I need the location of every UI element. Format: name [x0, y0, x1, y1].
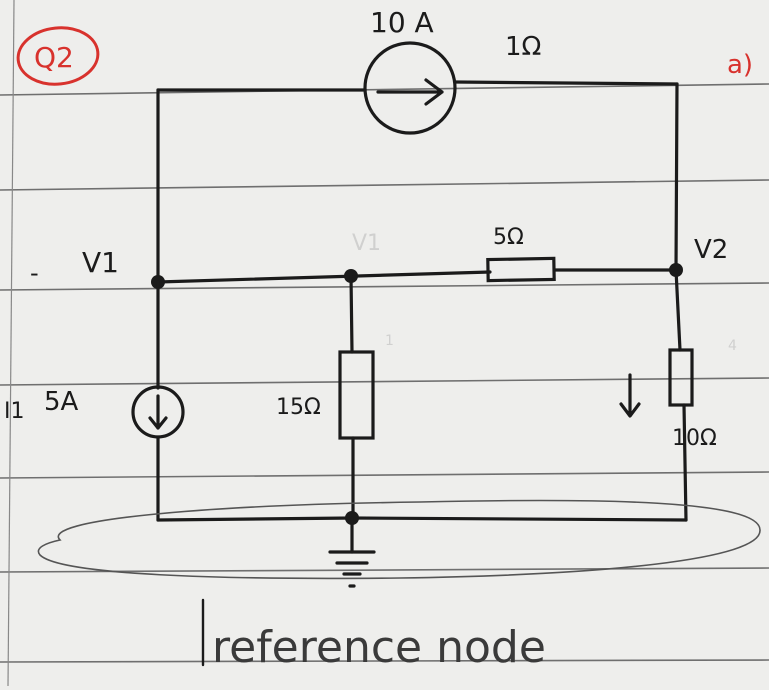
- node-v1-label: V1: [82, 246, 119, 279]
- ghost-v1-label: V1: [352, 231, 381, 256]
- mid-wire-left: [156, 270, 492, 284]
- resistor-5-label: 5Ω: [493, 225, 524, 250]
- resistor-10-label: 10Ω: [672, 426, 717, 451]
- reference-node-label: reference node: [212, 622, 546, 673]
- current-source-5a: [131, 385, 185, 439]
- current-direction-arrow-icon: [619, 373, 641, 418]
- source-left-note: I1: [4, 399, 25, 424]
- resistor-15-label: 15Ω: [276, 395, 321, 420]
- source-top-value: 10 A: [370, 6, 434, 39]
- node-v2-label: V2: [694, 235, 728, 265]
- right-branch-upper: [674, 268, 682, 352]
- ghost-marks: V1 1 4: [352, 231, 737, 354]
- resistor-15-ohm: [338, 350, 375, 440]
- reference-node-outline: [37, 499, 761, 580]
- arrow-down-icon: [148, 394, 168, 430]
- question-tag: Q2: [16, 26, 100, 86]
- arrow-right-icon: [376, 78, 444, 106]
- top-wire-right: [453, 80, 679, 86]
- ghost-mark-1: 1: [385, 333, 394, 349]
- dash-mark: -: [30, 259, 39, 287]
- ghost-mark-4: 4: [728, 338, 737, 354]
- resistor-10-ohm: [668, 348, 694, 407]
- center-branch-upper: [349, 274, 354, 354]
- source-left-value: 5A: [44, 387, 79, 417]
- right-upper-wire: [674, 82, 679, 272]
- current-source-10a: [363, 41, 457, 135]
- part-label: a): [727, 50, 753, 80]
- ground-icon: [328, 516, 376, 588]
- resistor-5-ohm: [486, 256, 556, 283]
- source-top-note: 1Ω: [505, 32, 541, 62]
- bottom-wire: [156, 516, 688, 522]
- question-number: Q2: [34, 41, 74, 74]
- right-branch-lower: [682, 403, 688, 522]
